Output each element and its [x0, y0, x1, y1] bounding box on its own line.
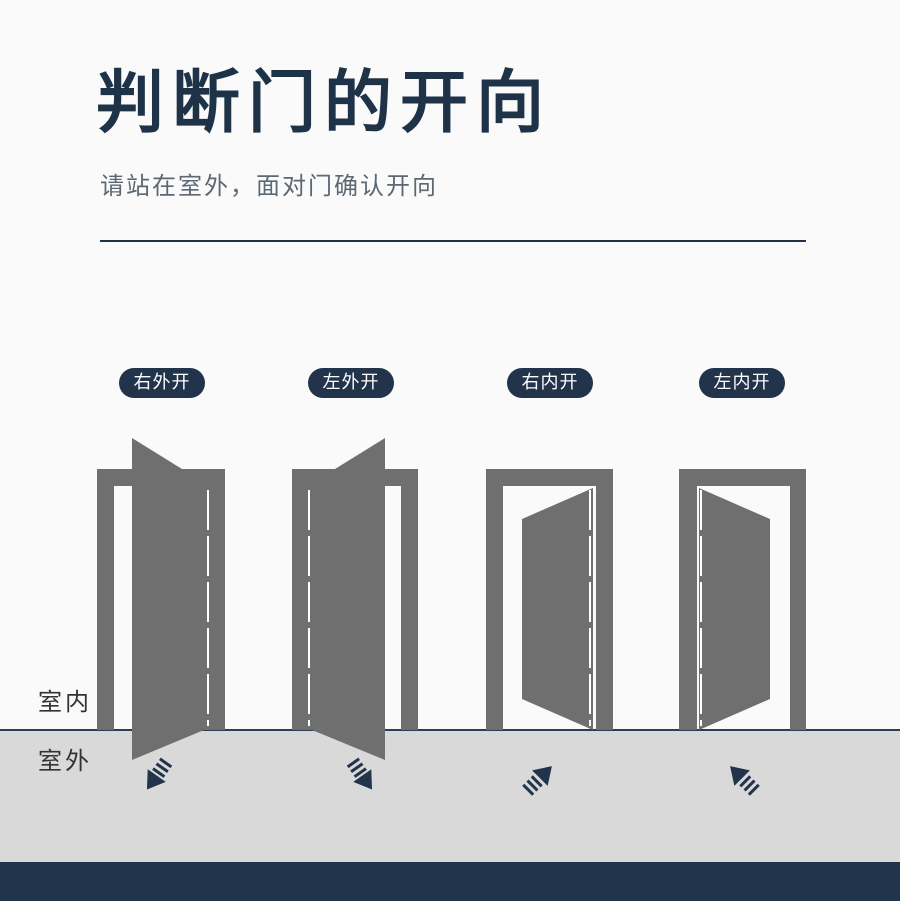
door-leaf-icon: [522, 488, 593, 730]
door-diagram-3: [486, 469, 613, 796]
door-leaf-icon: [699, 488, 770, 730]
door-diagram-1: [97, 438, 225, 790]
outdoor-label: 室外: [38, 747, 92, 775]
door-label-3: 右内开: [507, 368, 593, 398]
door-leaf-icon: [132, 438, 204, 760]
door-frame-icon: [97, 469, 225, 730]
arrow-in-icon: [730, 766, 760, 796]
arrow-out-icon: [146, 757, 173, 790]
page-title: 判断门的开向: [96, 64, 553, 143]
door-diagram-2: [292, 438, 418, 790]
door-frame-icon: [292, 469, 418, 730]
page-subtitle: 请站在室外，面对门确认开向: [100, 172, 438, 200]
door-label-4: 左内开: [699, 368, 785, 398]
indoor-label: 室内: [38, 688, 92, 716]
door-frame-icon: [486, 469, 613, 730]
door-frame-icon: [679, 469, 806, 730]
door-label-1: 右外开: [119, 368, 205, 398]
floor-line: [0, 729, 900, 731]
arrow-out-icon: [346, 757, 373, 790]
door-leaf-icon: [312, 438, 385, 760]
title-divider: [100, 240, 806, 242]
door-diagram-4: [679, 469, 806, 796]
footer-bar: [0, 862, 900, 901]
door-label-2: 左外开: [308, 368, 394, 398]
arrow-in-icon: [522, 766, 552, 796]
